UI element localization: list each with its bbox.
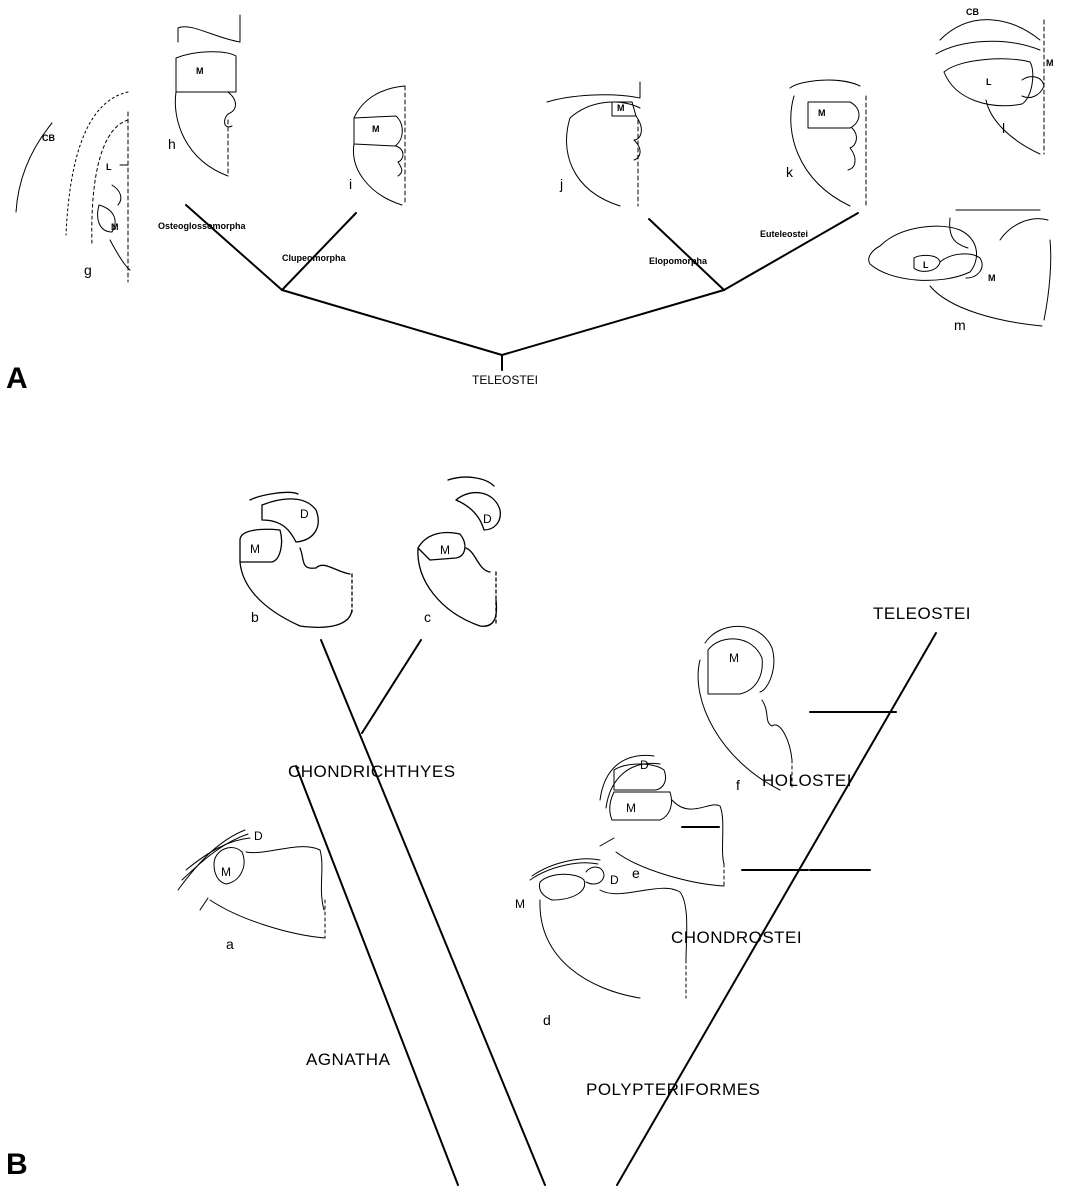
region-label-m-m: M xyxy=(988,273,996,283)
clade-label-chondrichthyes: CHONDRICHTHYES xyxy=(288,762,456,781)
clade-label-elopomorpha: Elopomorpha xyxy=(649,256,707,266)
region-label-d-c: D xyxy=(483,512,492,526)
figure-letter-c: c xyxy=(424,609,431,625)
figure-letter-k: k xyxy=(786,164,793,180)
clade-label-agnatha: AGNATHA xyxy=(306,1050,391,1069)
region-label-d-a: D xyxy=(254,829,263,843)
brain-sketch-h xyxy=(174,14,241,177)
region-label-l-g: L xyxy=(106,162,112,172)
teleostei-tree xyxy=(185,204,859,371)
root-label-teleostei: TELEOSTEI xyxy=(472,373,539,387)
clade-label-clupeomorpha: Clupeomorpha xyxy=(282,253,346,263)
region-label-m-c: M xyxy=(440,543,450,557)
brain-sketch-j xyxy=(546,81,642,207)
brain-sketch-g xyxy=(15,91,131,283)
figure-letter-e: e xyxy=(632,865,640,881)
clade-label-osteoglossomorpha: Osteoglossomorpha xyxy=(158,221,246,231)
region-label-m-e: M xyxy=(626,801,636,815)
brain-sketch-i xyxy=(353,85,406,206)
figure-letter-d: d xyxy=(543,1012,551,1028)
region-label-m-j: M xyxy=(617,103,625,113)
figure-letter-m: m xyxy=(954,317,966,333)
region-label-m-g: M xyxy=(111,222,119,232)
figure-letter-l: l xyxy=(1002,120,1006,136)
vertebrate-tree xyxy=(295,632,937,1186)
figure-letter-g: g xyxy=(84,262,92,278)
clade-label-teleostei: TELEOSTEI xyxy=(873,604,972,623)
figure-letter-i: i xyxy=(349,176,353,192)
brain-sketch-k xyxy=(789,79,867,207)
region-label-m-f: M xyxy=(729,651,739,665)
region-label-m-d: M xyxy=(515,897,525,911)
figure-letter-a: a xyxy=(226,936,234,952)
region-label-m-l: M xyxy=(1046,58,1054,68)
brain-sketch-m xyxy=(868,209,1052,327)
region-label-m-b: M xyxy=(250,542,260,556)
figure-letter-j: j xyxy=(560,176,564,192)
figure-letter-h: h xyxy=(168,136,176,152)
region-label-m-k: M xyxy=(818,108,826,118)
brain-sketch-f xyxy=(697,625,793,791)
brain-sketch-b xyxy=(239,491,353,628)
brain-sketch-a xyxy=(177,829,326,939)
region-label-m-h: M xyxy=(196,66,204,76)
brain-sketch-c xyxy=(417,476,501,627)
figure-letter-b: b xyxy=(251,609,259,625)
panel-letter-a: A xyxy=(6,362,28,395)
panel-letter-b: B xyxy=(6,1148,28,1181)
region-label-cb-l: CB xyxy=(966,7,979,17)
brain-sketch-l xyxy=(935,19,1045,155)
region-label-l-l: L xyxy=(986,77,992,87)
region-label-m-a: M xyxy=(221,865,231,879)
region-label-d-d: D xyxy=(610,873,619,887)
figure-letter-f: f xyxy=(736,777,740,793)
clade-label-euteleostei: Euteleostei xyxy=(760,229,809,239)
region-label-d-b: D xyxy=(300,507,309,521)
region-label-d-e: D xyxy=(640,758,649,772)
region-label-cb-g: CB xyxy=(42,133,55,143)
region-label-l-m: L xyxy=(923,260,929,270)
region-label-m-i: M xyxy=(372,124,380,134)
clade-label-holostei: HOLOSTEI xyxy=(762,771,852,790)
clade-label-polypteriformes: POLYPTERIFORMES xyxy=(586,1080,761,1099)
brain-sketch-d xyxy=(529,858,688,999)
brain-sketch-e xyxy=(599,754,725,887)
clade-label-chondrostei: CHONDROSTEI xyxy=(671,928,803,947)
